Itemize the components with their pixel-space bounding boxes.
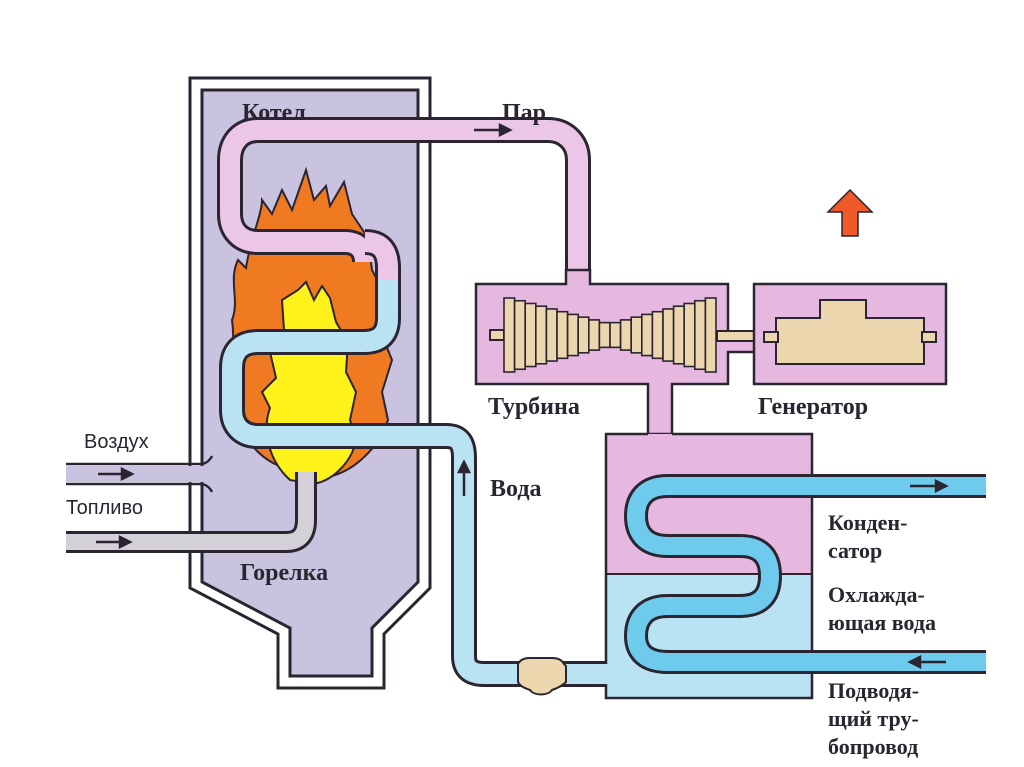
steam-pipe <box>217 117 591 290</box>
power-output-arrow-icon <box>826 188 874 237</box>
steam-label: Пар <box>502 100 546 126</box>
fuel-pipe-fill <box>66 472 314 550</box>
turbine-blade-stage <box>556 310 569 360</box>
turbine-blade-stage <box>640 313 654 357</box>
turbine-blade-stage <box>619 319 632 351</box>
condenser-label-line1: Конден- <box>828 510 907 535</box>
generator-label: Генератор <box>758 394 868 420</box>
air-duct-bottom-wall <box>66 482 214 493</box>
turbine-blade-stage <box>503 297 516 373</box>
cooling-coil-fill <box>627 477 986 671</box>
turbine-blade-stage <box>577 316 590 354</box>
turbine-blade-stage <box>587 319 601 351</box>
turbine-rotor <box>503 297 717 373</box>
supply-pipe-label-line2: щий тру- <box>828 706 919 731</box>
turbine-blade-stage <box>598 321 611 349</box>
condenser-wall <box>604 432 814 700</box>
turbine-blade-stage <box>566 313 579 357</box>
condenser-label-line2: сатор <box>828 538 882 563</box>
generator-shaft-right <box>921 331 937 343</box>
air-label: Воздух <box>84 431 149 453</box>
steam-flow-arrow-icon <box>474 122 513 138</box>
air-flow-arrow-icon <box>98 466 135 482</box>
burner-label: Горелка <box>240 560 328 586</box>
fuel-label: Топливо <box>66 497 143 519</box>
generator-shaft-left <box>763 331 779 343</box>
water-label: Вода <box>490 476 541 502</box>
steam-pipe-lower-fill <box>364 232 398 282</box>
fuel-pipe <box>66 472 317 553</box>
supply-pipe-label-line1: Подводя- <box>828 678 919 703</box>
water-flow-arrow-icon <box>456 459 472 496</box>
turbine-blade-stage <box>609 321 622 349</box>
steam-pipe-fill <box>220 120 588 290</box>
turbine-blade-stage <box>693 299 707 371</box>
cooling-out-arrow-icon <box>910 478 949 494</box>
turbine-blade-stage <box>662 308 675 362</box>
generator-body <box>775 299 925 365</box>
fuel-flow-arrow-icon <box>96 534 133 550</box>
turbine-housing <box>474 268 770 436</box>
air-duct-top-wall <box>66 455 214 466</box>
turbine-blade-stage <box>704 297 717 373</box>
air-inlet <box>66 455 214 493</box>
cooling-in-arrow-icon <box>907 654 946 670</box>
cooling-water-label-line2: ющая вода <box>828 610 936 635</box>
turbine-shaft-left <box>489 329 505 341</box>
feed-water-pipe <box>219 280 606 687</box>
turbine-blade-stage <box>651 310 664 360</box>
turbine-blade-stage <box>630 316 643 354</box>
boiler-label: Котел <box>242 100 306 126</box>
generator <box>752 282 948 386</box>
turbine-blade-stage <box>545 308 558 362</box>
turbine-blade-stage <box>513 299 526 371</box>
turbine-blade-stage <box>534 305 548 365</box>
water-pipe-fill <box>222 280 606 684</box>
cooling-water-label-line1: Охлажда- <box>828 582 925 607</box>
turbine-blade-stage <box>683 302 696 368</box>
feed-pump <box>517 657 567 696</box>
turbine-label: Турбина <box>488 394 580 420</box>
condenser <box>604 432 986 700</box>
air-duct <box>66 466 206 482</box>
turbine-blade-stage <box>524 302 537 368</box>
supply-pipe-label-line3: бопровод <box>828 734 918 759</box>
turbine-blade-stage <box>672 305 685 365</box>
